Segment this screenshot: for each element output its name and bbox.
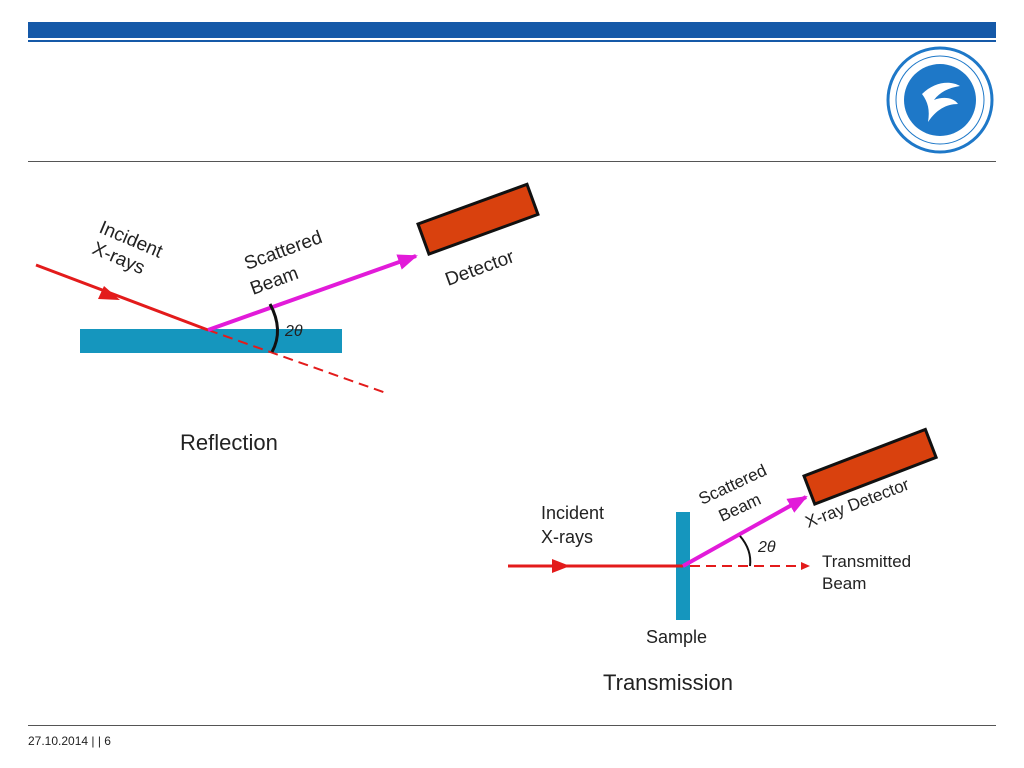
reflection-angle-label: 2θ xyxy=(284,323,303,340)
institute-logo xyxy=(886,46,994,154)
reflection-incident-beam xyxy=(35,263,209,332)
transmission-angle-arc xyxy=(739,535,752,567)
reflection-sample xyxy=(80,329,342,353)
transmission-incident-arrowhead xyxy=(552,559,570,573)
transmission-transmitted-label-2: Beam xyxy=(822,574,866,593)
transmission-transmitted-label-1: Transmitted xyxy=(822,552,911,571)
reflection-diagram: Incident X-rays Scattered Beam Detector … xyxy=(35,182,540,455)
transmission-diagram: Incident X-rays Scattered Beam X-ray Det… xyxy=(508,427,939,695)
reflection-incident-arrowhead xyxy=(98,286,120,300)
header-bar xyxy=(28,22,996,38)
transmission-incident-label-1: Incident xyxy=(541,503,604,523)
header-line xyxy=(28,40,996,42)
reflection-angle-arc xyxy=(268,303,279,353)
reflection-detector-label: Detector xyxy=(443,246,518,291)
transmission-sample-label: Sample xyxy=(646,627,707,647)
header-divider xyxy=(28,161,996,162)
reflection-caption: Reflection xyxy=(180,430,278,455)
footer-divider xyxy=(28,725,996,726)
reflection-detector xyxy=(416,182,540,256)
reflection-scattered-beam xyxy=(207,254,418,332)
transmission-caption: Transmission xyxy=(603,670,733,695)
transmission-angle-label: 2θ xyxy=(757,539,776,556)
footer-text: 27.10.2014 | | 6 xyxy=(28,734,111,748)
transmission-detector xyxy=(802,427,939,506)
transmission-incident-label-2: X-rays xyxy=(541,527,593,547)
transmission-scattered-beam xyxy=(682,495,808,568)
